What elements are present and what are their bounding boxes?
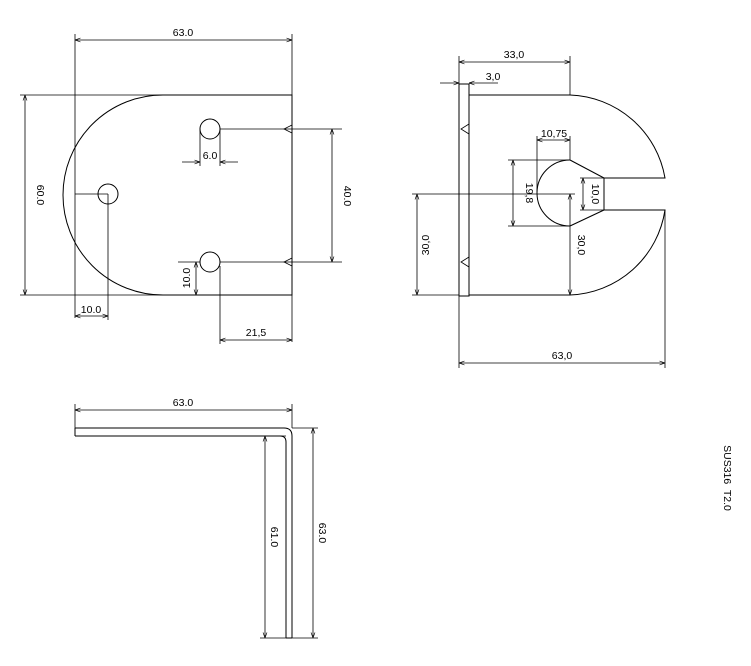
plate-thickness-strip [458,83,470,297]
side-depth-dimension: 33,0 [458,49,571,95]
slot-depth-label: 10,75 [541,128,567,140]
bent-profile-inner [75,435,287,638]
bent-width-label: 63.0 [173,397,194,409]
lower-half-right-dimension: 30,0 [570,194,587,295]
side-view: 33,0 3,0 10,75 19,8 10,0 [412,49,666,368]
bend-mark-lower [460,256,470,268]
bent-width-dimension: 63.0 [74,397,293,428]
bent-view: 63.0 61.0 63.0 [74,397,328,639]
slot-depth-dimension: 10,75 [536,128,571,193]
front-width-label: 63.0 [173,27,194,39]
hole-spacing-label: 40.0 [341,186,353,207]
bend-mark-upper [460,123,470,135]
upper-hole [199,118,221,140]
side-depth-label: 33,0 [504,49,525,61]
thickness-label: 3,0 [486,71,501,83]
front-height-label: 60.0 [34,185,46,206]
hole-spacing-dimension: 40.0 [220,124,353,267]
side-view-outline [469,94,666,296]
front-view-outline [62,94,293,296]
thickness-dimension: 3,0 [440,71,500,83]
hole-edge-offset-label: 10.0 [181,268,193,289]
slot-arc [536,159,571,227]
hole-diameter-dimension: 6.0 [182,129,238,166]
left-hole-offset-dimension: 10.0 [75,193,109,320]
front-height-dimension: 60.0 [20,94,163,296]
slot-gap-dimension: 10,0 [580,177,604,211]
slot-gap-label: 10,0 [589,184,601,205]
lower-half-right-label: 30,0 [575,235,587,256]
lower-hole [199,251,221,273]
slot-width-dimension: 19,8 [508,159,570,227]
hole-edge-offset-dimension: 10.0 [178,261,200,296]
hole-x-dimension: 21,5 [219,266,292,344]
bent-outer-height-label: 63.0 [316,523,328,544]
bent-profile-outer [75,427,293,638]
front-view: 63.0 60.0 6.0 40.0 [20,27,353,344]
front-width-dimension: 63.0 [74,27,293,342]
bent-outer-height-dimension: 63.0 [292,427,328,639]
left-hole-offset-label: 10.0 [81,304,102,316]
lower-half-left-label: 30,0 [420,235,432,256]
hole-x-label: 21,5 [246,327,267,339]
bent-inner-height-dimension: 61.0 [260,435,286,639]
material-note: SUS316 T2.0 [721,445,733,511]
bent-inner-height-label: 61.0 [268,527,280,548]
hole-diameter-label: 6.0 [203,150,218,162]
side-total-width-label: 63,0 [552,350,573,362]
side-total-width-dimension: 63,0 [458,210,666,368]
lower-half-left-dimension: 30,0 [412,194,459,296]
slot-width-label: 19,8 [523,183,535,204]
